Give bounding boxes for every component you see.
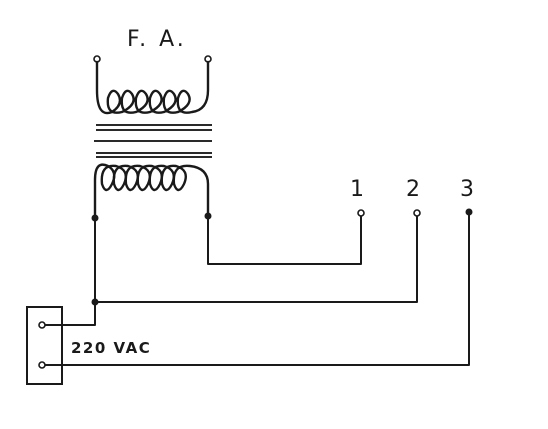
primary-coil	[95, 60, 210, 115]
secondary-winding	[91, 163, 212, 222]
terminal-2: 2	[406, 177, 421, 217]
supply-contact-bottom	[38, 361, 46, 369]
supply-label: 220 VAC	[71, 339, 151, 357]
terminal-1-contact	[357, 209, 365, 217]
terminal-2-label: 2	[406, 177, 420, 202]
terminal-1: 1	[350, 177, 365, 217]
supply-contact-top	[38, 321, 46, 329]
supply-connector	[26, 306, 63, 385]
terminal-3: 3	[460, 177, 474, 216]
transformer-core	[94, 124, 212, 158]
terminal-1-label: 1	[350, 177, 364, 202]
terminal-3-label: 3	[460, 177, 474, 202]
wire-to-terminal-2	[94, 215, 418, 303]
primary-winding	[93, 55, 212, 115]
wire-to-supply-top	[41, 301, 96, 326]
wire-to-terminal-1	[207, 215, 362, 265]
terminal-2-contact	[413, 209, 421, 217]
supply-box	[26, 306, 63, 385]
terminal-3-contact	[465, 208, 473, 216]
secondary-coil	[93, 163, 210, 218]
transformer-label: F. A.	[127, 27, 187, 52]
wire-to-terminal-3	[41, 212, 470, 366]
